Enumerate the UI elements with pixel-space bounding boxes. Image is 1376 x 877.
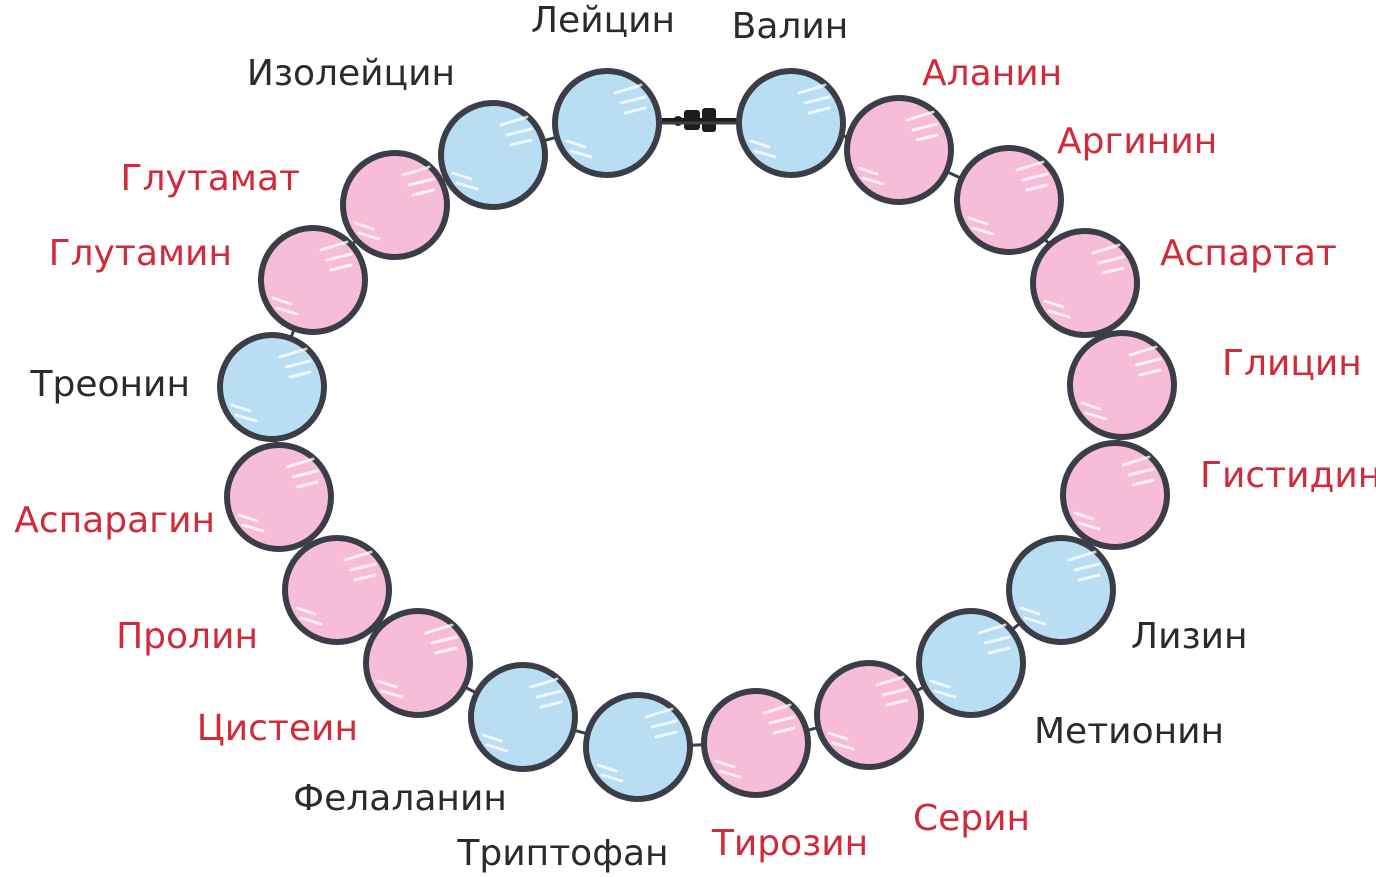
- bead-highlight: [271, 240, 353, 316]
- bead-6: [1067, 330, 1177, 440]
- bead-20: [438, 100, 548, 210]
- bead-highlight: [1043, 243, 1125, 319]
- bead-highlight: [749, 83, 831, 159]
- bead-circle: [258, 225, 368, 335]
- bead-circle: [736, 68, 846, 178]
- bead-highlight: [353, 165, 435, 241]
- bead-label: Тирозин: [711, 823, 868, 864]
- bead-circle: [1060, 440, 1170, 550]
- bead-14: [363, 608, 473, 718]
- bead-10: [814, 660, 924, 770]
- bead-label: Пролин: [116, 616, 258, 657]
- bead-highlight: [565, 83, 647, 159]
- bead-label: Серин: [913, 798, 1030, 839]
- bead-2: [736, 68, 846, 178]
- bead-label: Аспартат: [1160, 233, 1337, 274]
- bead-13: [468, 662, 578, 772]
- bead-16: [224, 442, 334, 552]
- bead-label: Валин: [732, 6, 849, 47]
- bead-label: Аспарагин: [14, 500, 215, 541]
- bead-highlight: [929, 623, 1011, 699]
- bead-label: Аланин: [922, 53, 1062, 94]
- bead-label: Гистидин: [1200, 455, 1376, 496]
- bead-circle: [217, 332, 327, 442]
- bead-highlight: [481, 677, 563, 753]
- bead-label: Метионин: [1034, 711, 1224, 752]
- bead-9: [916, 608, 1026, 718]
- bead-highlight: [596, 707, 678, 783]
- bead-circle: [340, 150, 450, 260]
- bead-circle: [583, 692, 693, 802]
- bead-circle: [844, 95, 954, 205]
- bead-circle: [224, 442, 334, 552]
- bead-highlight: [237, 457, 319, 533]
- bead-label: Аргинин: [1057, 121, 1217, 162]
- bead-12: [583, 692, 693, 802]
- bead-circle: [1067, 330, 1177, 440]
- bead-label: Триптофан: [456, 833, 668, 874]
- bead-highlight: [1019, 550, 1101, 626]
- bead-highlight: [967, 160, 1049, 236]
- bead-circle: [552, 68, 662, 178]
- bead-circle: [468, 662, 578, 772]
- bead-highlight: [1073, 455, 1155, 531]
- bead-label: Глутамин: [49, 233, 232, 274]
- bead-circle: [282, 535, 392, 645]
- bead-19: [340, 150, 450, 260]
- bead-18: [258, 225, 368, 335]
- clasp-icon: [662, 108, 740, 132]
- bead-label: Изолейцин: [247, 53, 455, 94]
- bead-label: Лейцин: [531, 0, 675, 41]
- bead-highlight: [857, 110, 939, 186]
- bead-label: Фелаланин: [293, 778, 507, 819]
- bead-circle: [701, 688, 811, 798]
- bead-1: [552, 68, 662, 178]
- bead-labels: Лейцин ВалинАланинАргининАспартатГлицинГи…: [14, 0, 1376, 874]
- bead-11: [701, 688, 811, 798]
- bead-label: Цистеин: [197, 708, 358, 749]
- bead-5: [1030, 228, 1140, 338]
- bead-8: [1006, 535, 1116, 645]
- bead-circle: [363, 608, 473, 718]
- bead-highlight: [295, 550, 377, 626]
- bead-label: Лизин: [1131, 616, 1248, 657]
- bead-circle: [1030, 228, 1140, 338]
- bead-highlight: [230, 347, 312, 423]
- bead-label: Треонин: [30, 364, 191, 405]
- bead-circle: [954, 145, 1064, 255]
- bead-4: [954, 145, 1064, 255]
- bead-circle: [814, 660, 924, 770]
- bead-15: [282, 535, 392, 645]
- bead-circle: [916, 608, 1026, 718]
- bead-label: Глутамат: [121, 158, 301, 199]
- bead-highlight: [451, 115, 533, 191]
- bead-circle: [438, 100, 548, 210]
- bead-highlight: [714, 703, 796, 779]
- bead-highlight: [1080, 345, 1162, 421]
- bead-highlight: [376, 623, 458, 699]
- bead-7: [1060, 440, 1170, 550]
- bead-3: [844, 95, 954, 205]
- bead-17: [217, 332, 327, 442]
- bead-circle: [1006, 535, 1116, 645]
- bead-ring: [217, 68, 1177, 802]
- bead-label: Глицин: [1222, 343, 1362, 384]
- clasp: [662, 108, 740, 132]
- bead-highlight: [827, 675, 909, 751]
